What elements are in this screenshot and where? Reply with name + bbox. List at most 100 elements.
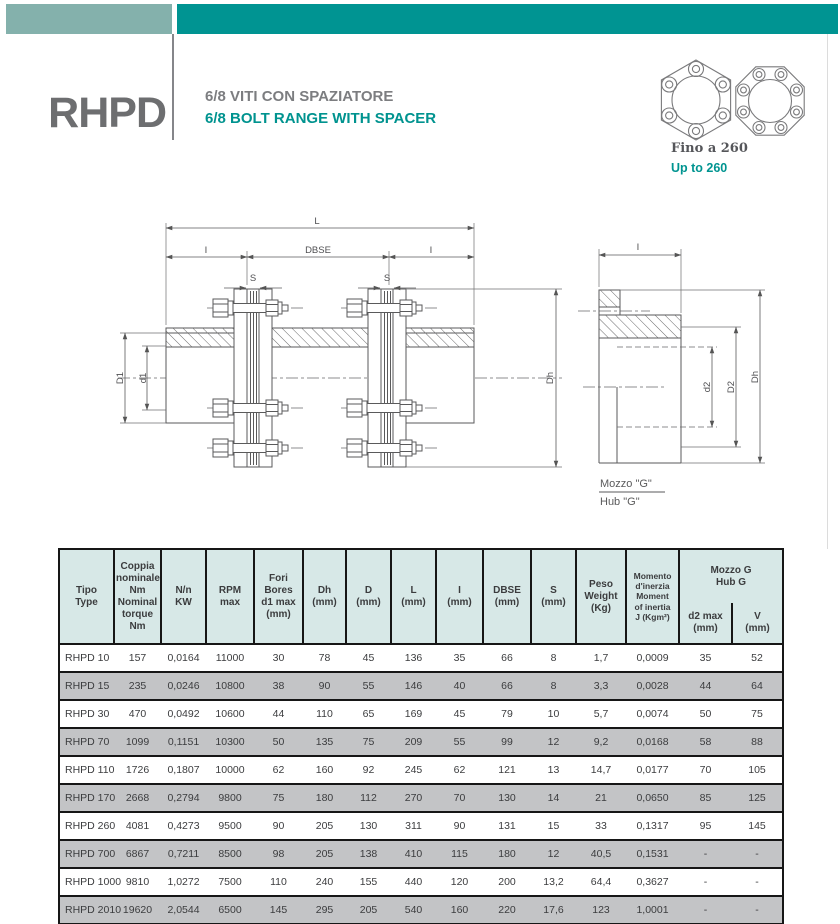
table-cell: 2668	[114, 783, 161, 812]
table-cell: 105	[732, 755, 784, 784]
hub-label-italian: Mozzo "G"	[600, 478, 652, 490]
table-cell: 160	[436, 895, 483, 924]
table-cell: 64	[732, 671, 784, 700]
table-cell: 9,2	[576, 727, 626, 756]
table-cell: 4081	[114, 811, 161, 840]
table-cell: 8	[531, 671, 576, 700]
col-header-dh: Dh (mm)	[302, 548, 347, 645]
table-cell: -	[679, 895, 732, 924]
dim-label-S-right: S	[384, 273, 390, 284]
coupling-technical-drawing: L DBSE I I S S D1 d1 Dh	[115, 216, 765, 508]
table-cell: 0,7211	[161, 839, 206, 868]
table-cell: 66	[483, 671, 531, 700]
col-header-s: S (mm)	[530, 548, 577, 645]
table-cell: 440	[391, 867, 436, 896]
table-cell: 136	[391, 643, 436, 672]
table-cell: 50	[679, 699, 732, 728]
table-cell: 0,2794	[161, 783, 206, 812]
hub-detail-drawing: I d2 D2 Dh Mozzo "G" Hub "G"	[578, 242, 765, 508]
table-cell: 70	[679, 755, 732, 784]
table-cell: 3,3	[576, 671, 626, 700]
row-type-cell: RHPD 260	[59, 811, 115, 840]
table-cell: 92	[346, 755, 391, 784]
dim-label-S-left: S	[250, 273, 256, 284]
dim-label-I-right: I	[430, 245, 433, 256]
table-cell: 205	[303, 839, 346, 868]
table-cell: 145	[732, 811, 784, 840]
row-type-cell: RHPD 30	[59, 699, 114, 728]
dim-label-I-left: I	[205, 245, 208, 256]
row-type-cell: RHPD 10	[59, 643, 114, 672]
table-cell: 205	[346, 895, 391, 924]
subtitle-english: 6/8 BOLT RANGE WITH SPACER	[205, 110, 437, 127]
table-cell: 180	[483, 839, 531, 868]
hub-label-english: Hub "G"	[600, 496, 640, 508]
right-flange-section	[405, 327, 475, 348]
table-cell: 12	[531, 839, 576, 868]
table-header-row-1: Tipo Type Coppia nominale Nm Nominal tor…	[58, 548, 785, 645]
table-cell: 88	[732, 727, 784, 756]
table-cell: 169	[391, 699, 436, 728]
table-cell: 0,0650	[626, 783, 679, 812]
col-header-nn: N/n KW	[160, 548, 207, 645]
table-cell: 33	[576, 811, 626, 840]
table-cell: 0,1531	[626, 839, 679, 868]
table-cell: 0,3627	[626, 867, 679, 896]
table-cell: 7500	[206, 867, 254, 896]
table-cell: 157	[114, 643, 161, 672]
table-cell: 130	[346, 811, 391, 840]
row-type-cell: RHPD 170	[59, 783, 115, 812]
dim-label-detail-Dh: Dh	[750, 371, 761, 383]
col-header-d2max: d2 max (mm)	[678, 603, 733, 645]
col-header-fori: Fori Bores d1 max (mm)	[253, 548, 304, 645]
table-cell: 1,7	[576, 643, 626, 672]
title-divider	[172, 34, 174, 140]
left-disc-pack	[233, 288, 273, 468]
col-header-dbse: DBSE (mm)	[482, 548, 532, 645]
table-cell: 145	[254, 895, 303, 924]
table-cell: 79	[483, 699, 531, 728]
table-cell: 55	[346, 671, 391, 700]
header-bar-right	[177, 4, 838, 34]
table-cell: 200	[483, 867, 531, 896]
table-cell: 66	[483, 643, 531, 672]
eight-bolt-flange-icon	[735, 66, 805, 136]
table-cell: 2,0544	[161, 895, 206, 924]
table-cell: 0,0028	[626, 671, 679, 700]
dim-label-d2: d2	[702, 382, 713, 393]
table-cell: 35	[436, 643, 483, 672]
table-cell: 11000	[206, 643, 254, 672]
table-cell: 146	[391, 671, 436, 700]
col-header-peso: Peso Weight (Kg)	[575, 548, 627, 645]
row-type-cell: RHPD 70	[59, 727, 114, 756]
col-header-tipo: Tipo Type	[58, 548, 115, 645]
table-cell: 0,1151	[161, 727, 206, 756]
table-cell: 10800	[206, 671, 254, 700]
table-cell: 90	[254, 811, 303, 840]
table-cell: 19620	[114, 895, 161, 924]
row-type-cell: RHPD 15	[59, 671, 114, 700]
table-cell: 14,7	[576, 755, 626, 784]
table-cell: -	[679, 839, 732, 868]
table-cell: 13,2	[531, 867, 576, 896]
table-cell: 64,4	[576, 867, 626, 896]
dim-label-detail-I: I	[637, 242, 640, 253]
table-cell: 8500	[206, 839, 254, 868]
table-cell: 85	[679, 783, 732, 812]
table-cell: 15	[531, 811, 576, 840]
table-cell: 0,0492	[161, 699, 206, 728]
table-cell: 75	[346, 727, 391, 756]
col-header-l: L (mm)	[390, 548, 437, 645]
table-cell: 0,0164	[161, 643, 206, 672]
table-header-row-2: d2 max (mm) V (mm)	[59, 603, 785, 645]
table-cell: 58	[679, 727, 732, 756]
six-bolt-flange-icon	[660, 59, 732, 141]
